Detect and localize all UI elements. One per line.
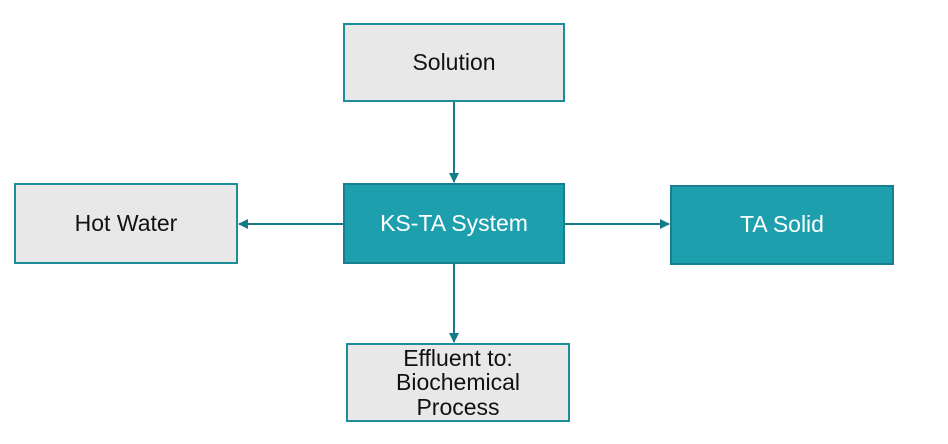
solution-label: Solution — [412, 48, 496, 75]
hot-water-node: Hot Water — [14, 183, 238, 264]
effluent-label: Effluent to: Biochemical Process — [396, 345, 520, 420]
effluent-node: Effluent to: Biochemical Process — [346, 343, 570, 422]
ks-ta-system-node: KS-TA System — [343, 183, 565, 264]
effluent-line-3: Process — [416, 393, 500, 420]
ks-ta-system-label: KS-TA System — [380, 209, 528, 236]
effluent-line-2: Biochemical — [396, 369, 520, 396]
solution-node: Solution — [343, 23, 565, 102]
ta-solid-node: TA Solid — [670, 185, 894, 265]
ta-solid-label: TA Solid — [740, 211, 824, 238]
effluent-line-1: Effluent to: — [403, 345, 513, 372]
hot-water-label: Hot Water — [74, 209, 178, 236]
